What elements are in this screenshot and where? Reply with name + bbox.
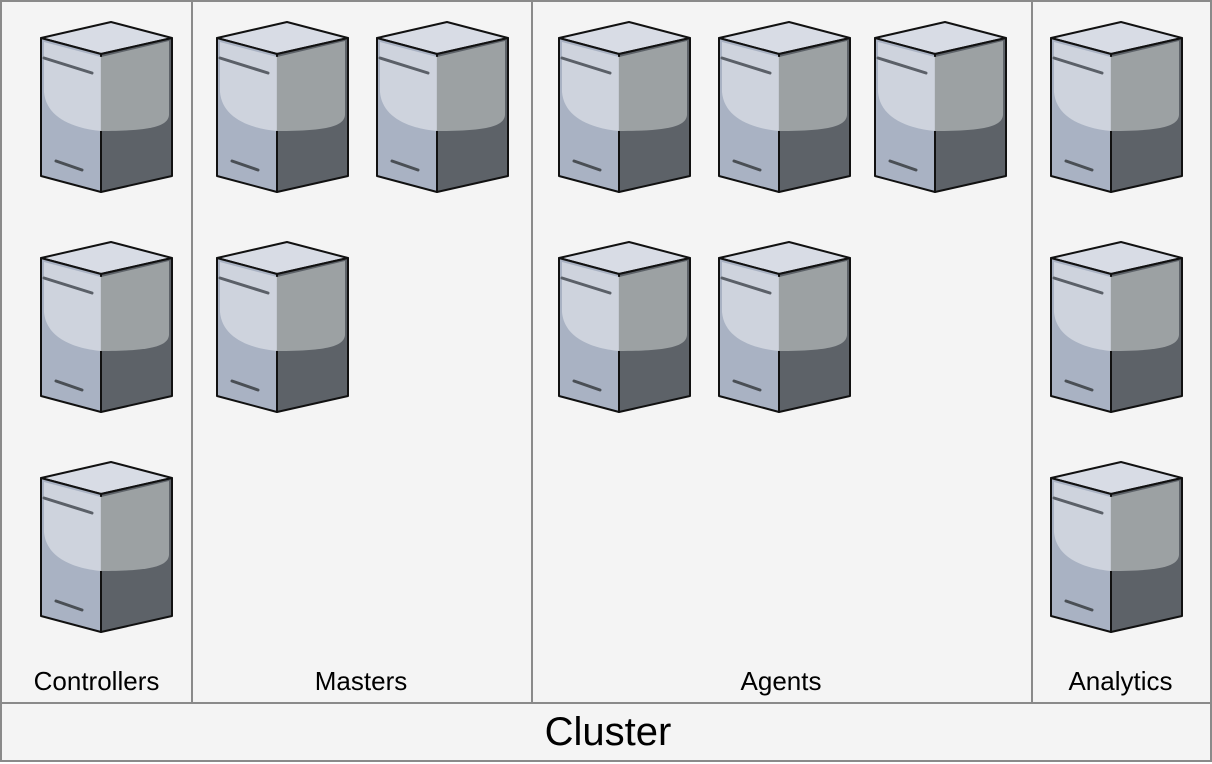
group-analytics: Analytics (1031, 2, 1210, 703)
server-icon (1050, 20, 1184, 194)
server-icon (376, 20, 510, 194)
group-controllers: Controllers (2, 2, 193, 703)
server-icon (40, 460, 174, 634)
server-icon (40, 20, 174, 194)
server-icon (1050, 460, 1184, 634)
group-label-analytics: Analytics (1068, 666, 1173, 696)
server-icon (1050, 240, 1184, 414)
server-icon (216, 240, 350, 414)
server-icon (40, 240, 174, 414)
group-label-controllers: Controllers (33, 666, 160, 696)
group-label-masters: Masters (314, 666, 408, 696)
cluster-label: Cluster (544, 710, 672, 754)
group-agents: Agents (531, 2, 1033, 703)
group-masters: Masters (191, 2, 533, 703)
server-icon (558, 240, 692, 414)
server-icon (558, 20, 692, 194)
server-icon (718, 20, 852, 194)
server-icon (874, 20, 1008, 194)
group-label-agents: Agents (740, 666, 822, 696)
server-icon (718, 240, 852, 414)
server-icon (216, 20, 350, 194)
cluster-bar: Cluster (2, 702, 1212, 764)
